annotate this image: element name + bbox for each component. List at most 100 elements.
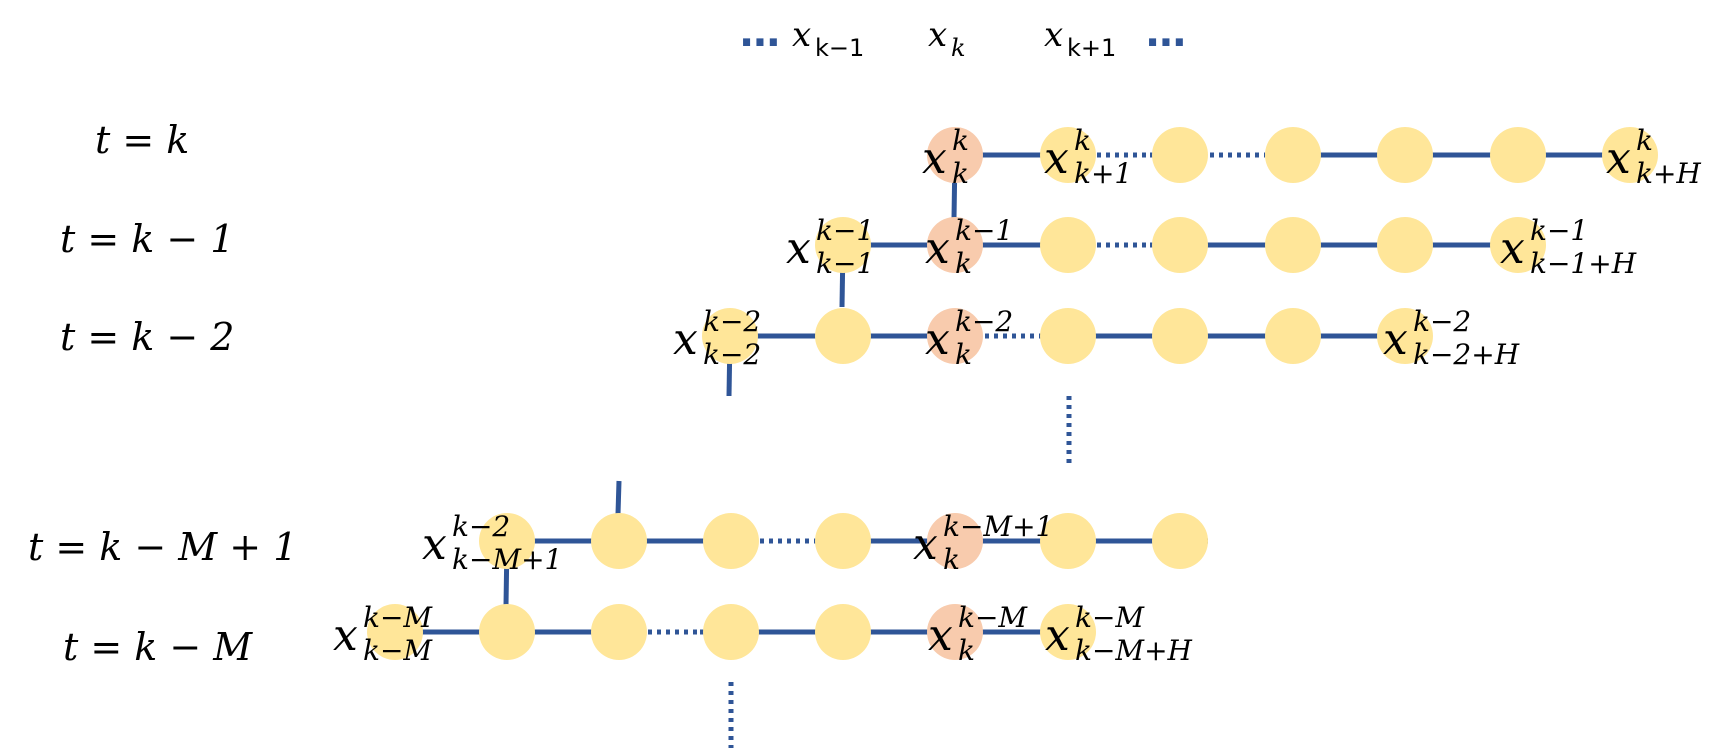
label-sub: k−2 xyxy=(703,338,761,371)
node-label-x-k-1-k-1: x k−1 k−1 xyxy=(786,214,874,280)
header-x-main: x xyxy=(792,15,811,55)
node xyxy=(1265,308,1321,364)
node xyxy=(1377,308,1433,364)
label-main: x xyxy=(1500,223,1525,274)
label-sup: k−2 xyxy=(452,510,510,543)
label-sup: k−2 xyxy=(955,305,1013,338)
header-x-main: x xyxy=(1044,15,1063,55)
label-sup: k xyxy=(1074,124,1091,157)
node-highlight xyxy=(927,513,983,569)
node-label-x-k-k: x k k xyxy=(922,124,969,190)
label-main: x xyxy=(913,519,938,570)
label-sub: k xyxy=(955,338,972,371)
header-item-x-k+1: x k+1 xyxy=(1044,15,1116,62)
node-highlight xyxy=(927,308,983,364)
row-label-t-k-2: t = k − 2 xyxy=(60,315,234,359)
header-item-x-k: x k xyxy=(928,15,966,62)
node xyxy=(1265,217,1321,273)
label-main: x xyxy=(922,133,947,184)
edge-vertical xyxy=(615,480,622,515)
node xyxy=(1040,127,1096,183)
label-sub: k xyxy=(952,157,969,190)
node-label-x-k-k-M+1: x k−M+1 k xyxy=(913,510,1053,576)
header: ⋯ x k−1 x k x k+1 ⋯ xyxy=(740,15,1186,66)
node-label-x-k-k-1: x k−1 k xyxy=(925,214,1013,280)
node xyxy=(479,513,535,569)
node-label-x-k-k-M: x k−M k xyxy=(928,601,1028,667)
nodes xyxy=(367,127,1658,660)
label-main: x xyxy=(786,223,811,274)
label-sub: k+H xyxy=(1636,157,1701,190)
row-label-t-k: t = k xyxy=(95,118,189,162)
node-labels: x k k x k k+1 x k k+H x k−1 k−1 x k−1 k xyxy=(333,124,1701,667)
node xyxy=(1602,127,1658,183)
node-label-x-k+1-k: x k k+1 xyxy=(1044,124,1132,190)
node-label-x-k-M+1-k-2: x k−2 k−M+1 xyxy=(422,510,562,576)
label-sup: k−1 xyxy=(816,214,874,247)
node xyxy=(1152,308,1208,364)
label-sup: k−M xyxy=(1075,601,1145,634)
node xyxy=(1152,127,1208,183)
node xyxy=(703,604,759,660)
label-sub: k xyxy=(958,634,975,667)
node xyxy=(1490,217,1546,273)
label-sup: k xyxy=(952,124,969,157)
node-label-x-k+H-k: x k k+H xyxy=(1606,124,1701,190)
label-main: x xyxy=(928,610,953,661)
label-sup: k xyxy=(1636,124,1653,157)
label-main: x xyxy=(925,314,950,365)
node-label-x-k-k-2: x k−2 k xyxy=(925,305,1013,371)
node-label-x-k-M-k-M: x k−M k−M xyxy=(333,601,433,667)
node xyxy=(1040,513,1096,569)
header-dots-right: ⋯ xyxy=(1146,20,1186,66)
header-x-sub: k xyxy=(951,34,966,62)
label-sub: k−2+H xyxy=(1413,338,1520,371)
node xyxy=(815,604,871,660)
node xyxy=(702,308,758,364)
node xyxy=(1152,217,1208,273)
label-sup: k−1 xyxy=(955,214,1013,247)
row-label-t-k-M+1: t = k − M + 1 xyxy=(28,525,297,569)
row-label-t-k-1: t = k − 1 xyxy=(60,217,234,261)
node xyxy=(815,308,871,364)
node xyxy=(591,513,647,569)
node-label-x-k-2+H-k-2: x k−2 k−2+H xyxy=(1383,305,1520,371)
label-sup: k−M xyxy=(363,601,433,634)
node xyxy=(1040,217,1096,273)
label-sup: k−M+1 xyxy=(943,510,1053,543)
node xyxy=(1490,127,1546,183)
node-highlight xyxy=(927,604,983,660)
header-x-sub: k−1 xyxy=(815,34,864,62)
label-main: x xyxy=(1606,133,1631,184)
label-main: x xyxy=(1383,314,1408,365)
node xyxy=(591,604,647,660)
node xyxy=(1040,604,1096,660)
label-main: x xyxy=(1045,610,1070,661)
node xyxy=(1265,127,1321,183)
label-sub: k−M xyxy=(363,634,433,667)
header-item-x-k-1: x k−1 xyxy=(792,15,864,62)
label-sup: k−M xyxy=(958,601,1028,634)
label-sub: k+1 xyxy=(1074,157,1132,190)
header-dots-left: ⋯ xyxy=(740,20,780,66)
label-sub: k−1+H xyxy=(1530,247,1637,280)
node xyxy=(815,217,871,273)
label-main: x xyxy=(422,519,447,570)
node-highlight xyxy=(927,217,983,273)
node-label-x-k-2-k-2: x k−2 k−2 xyxy=(673,305,761,371)
label-main: x xyxy=(1044,133,1069,184)
label-sub: k−M+H xyxy=(1075,634,1193,667)
node xyxy=(367,604,423,660)
node-label-x-k-M+H-k-M: x k−M k−M+H xyxy=(1045,601,1193,667)
node-label-x-k-1+H-k-1: x k−1 k−1+H xyxy=(1500,214,1637,280)
label-sup: k−2 xyxy=(703,305,761,338)
header-x-main: x xyxy=(928,15,947,55)
label-main: x xyxy=(673,314,698,365)
node xyxy=(1377,127,1433,183)
node xyxy=(703,513,759,569)
label-sub: k xyxy=(943,543,960,576)
node-highlight xyxy=(927,127,983,183)
label-sup: k−2 xyxy=(1413,305,1471,338)
label-sub: k−M+1 xyxy=(452,543,562,576)
